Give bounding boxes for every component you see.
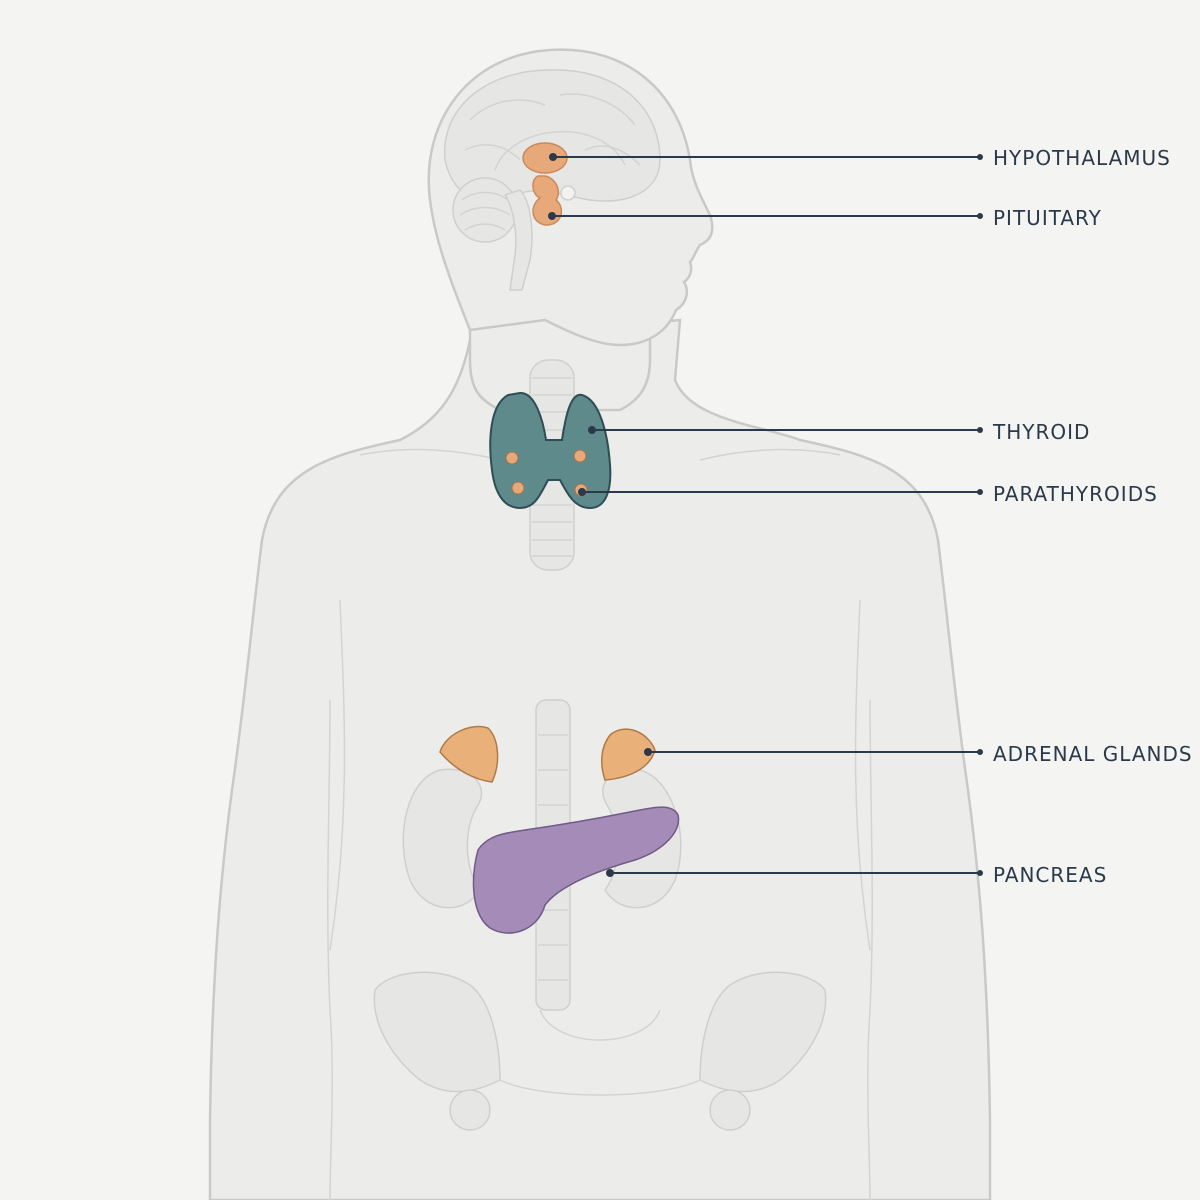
parathyroid-gland xyxy=(505,451,519,465)
left-adrenal-gland xyxy=(439,725,499,783)
pancreas-gland xyxy=(472,806,680,934)
leader-dot-pituitary xyxy=(548,212,556,220)
leader-end-thyroid xyxy=(977,427,983,433)
right-adrenal-gland xyxy=(600,728,656,781)
leader-dot-parathyroids xyxy=(578,488,586,496)
right-arm-line xyxy=(867,699,873,1200)
thyroid-gland xyxy=(489,391,612,510)
cerebellum xyxy=(452,177,518,243)
leader-lines xyxy=(548,153,983,877)
pelvis-right xyxy=(699,971,827,1093)
left-arm-line xyxy=(327,699,333,1200)
pelvis xyxy=(373,971,827,1131)
leader-dot-pancreas xyxy=(606,869,614,877)
parathyroid-gland xyxy=(573,449,587,463)
label-adrenal-glands: ADRENAL GLANDS xyxy=(993,742,1193,766)
label-hypothalamus: HYPOTHALAMUS xyxy=(993,146,1171,170)
leader-dot-thyroid xyxy=(588,426,596,434)
label-thyroid: THYROID xyxy=(992,420,1090,444)
brainstem xyxy=(503,189,533,291)
label-pancreas: PANCREAS xyxy=(993,863,1107,887)
brain-fold-2 xyxy=(494,131,626,171)
body-silhouette xyxy=(208,48,992,1200)
hip-joint-right xyxy=(709,1089,751,1131)
brain xyxy=(444,69,661,291)
trachea-rings xyxy=(532,377,572,557)
optic-chiasm xyxy=(560,185,576,201)
leader-end-hypothalamus xyxy=(977,154,983,160)
leader-end-pancreas xyxy=(977,870,983,876)
label-pituitary: PITUITARY xyxy=(993,206,1102,230)
right-waist-line xyxy=(854,599,871,951)
pelvis-left xyxy=(373,971,501,1093)
pelvis-center xyxy=(499,1009,701,1096)
leader-dot-adrenal xyxy=(644,748,652,756)
left-clavicle xyxy=(359,448,501,461)
brain-fold-1 xyxy=(464,93,641,166)
leader-end-pituitary xyxy=(977,213,983,219)
right-clavicle xyxy=(699,448,841,461)
leader-dot-hypothalamus xyxy=(549,153,557,161)
hip-joint-left xyxy=(449,1089,491,1131)
labels: HYPOTHALAMUS PITUITARY THYROID PARATHYRO… xyxy=(992,146,1193,887)
label-parathyroids: PARATHYROIDS xyxy=(993,482,1158,506)
cerebellum-folds xyxy=(459,191,511,231)
parathyroid-gland xyxy=(511,481,525,495)
leader-end-adrenal xyxy=(977,749,983,755)
left-waist-line xyxy=(329,599,346,951)
leader-end-parathyroids xyxy=(977,489,983,495)
